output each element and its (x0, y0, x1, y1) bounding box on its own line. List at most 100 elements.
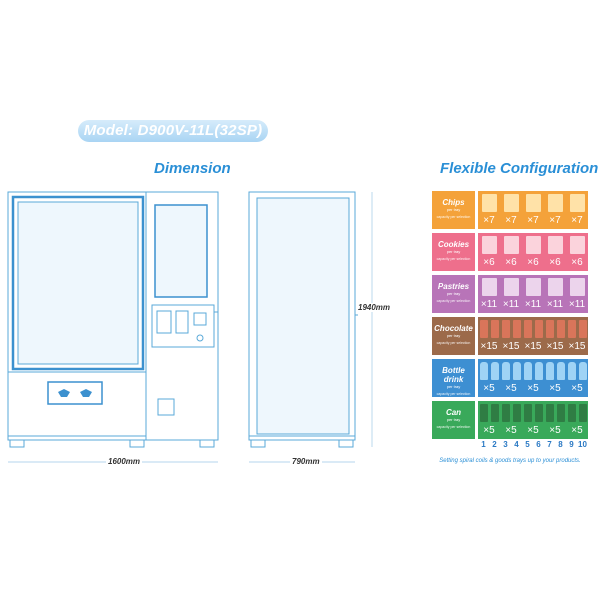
pickup-box (47, 381, 103, 405)
product-item (501, 362, 510, 380)
capacity-multiplier: ×15 (524, 341, 542, 352)
capacity-multiplier: ×5 (527, 425, 539, 436)
product-item (525, 236, 541, 254)
side-base (248, 435, 356, 441)
coin-button (196, 334, 204, 342)
product-item (490, 320, 499, 338)
capacity-multiplier: ×5 (483, 425, 495, 436)
product-item (556, 404, 565, 422)
height-label: 1940mm (357, 303, 392, 312)
capacity-multiplier: ×15 (546, 341, 564, 352)
product-item (534, 320, 543, 338)
category-name: Bottle drink (442, 366, 465, 384)
config-caption: Setting spiral coils & goods trays up to… (439, 458, 581, 464)
capacity-multiplier: ×15 (480, 341, 498, 352)
column-number: 6 (536, 440, 541, 449)
capacity-multiplier: ×7 (505, 215, 517, 226)
width-label: 1600mm (106, 457, 143, 466)
category-per-tray: per tray (446, 249, 461, 254)
config-heading: Flexible Configuration (440, 160, 599, 177)
dimension-heading: Dimension (154, 160, 231, 177)
product-item (512, 404, 521, 422)
category-name: Can (445, 408, 462, 417)
depth-label: 790mm (290, 457, 322, 466)
product-item (556, 362, 565, 380)
category-name: Cookies (437, 240, 470, 249)
card-reader (156, 310, 172, 334)
category-capacity: capacity per selection (436, 299, 471, 303)
column-number: 10 (578, 440, 587, 449)
tray-slots: ×11×11×11×11×11 (478, 275, 588, 313)
product-item (501, 320, 510, 338)
capacity-multiplier: ×5 (571, 383, 583, 394)
control-tower (145, 191, 219, 441)
capacity-multiplier: ×6 (571, 257, 583, 268)
product-item (503, 194, 519, 212)
front-glass-door (11, 195, 145, 371)
capacity-multiplier: ×11 (546, 299, 564, 310)
category-capacity: capacity per selection (436, 392, 471, 396)
category-per-tray: per tray (446, 333, 461, 338)
category-per-tray: per tray (446, 291, 461, 296)
tray-slots: ×6×6×6×6×6 (478, 233, 588, 271)
product-item (525, 194, 541, 212)
category-name: Pastries (437, 282, 470, 291)
product-item (523, 404, 532, 422)
category-name: Chips (442, 198, 465, 207)
capacity-multiplier: ×5 (571, 425, 583, 436)
product-item (547, 236, 563, 254)
product-item (479, 320, 488, 338)
product-item (523, 320, 532, 338)
product-item (547, 194, 563, 212)
product-item (481, 194, 497, 212)
column-number: 2 (492, 440, 497, 449)
product-item (534, 362, 543, 380)
column-number: 1 (481, 440, 486, 449)
capacity-multiplier: ×5 (505, 383, 517, 394)
product-item (512, 362, 521, 380)
product-item (503, 236, 519, 254)
product-item (490, 362, 499, 380)
capacity-multiplier: ×7 (571, 215, 583, 226)
column-number: 5 (525, 440, 530, 449)
capacity-multiplier: ×7 (483, 215, 495, 226)
product-item (479, 404, 488, 422)
product-item (545, 320, 554, 338)
capacity-multiplier: ×11 (502, 299, 520, 310)
product-item (503, 278, 519, 296)
capacity-multiplier: ×6 (527, 257, 539, 268)
product-item (578, 404, 587, 422)
product-item (534, 404, 543, 422)
product-item (569, 236, 585, 254)
category-per-tray: per tray (446, 384, 461, 389)
coin-slot (193, 312, 207, 326)
capacity-multiplier: ×11 (524, 299, 542, 310)
front-base (7, 435, 147, 441)
product-item (567, 404, 576, 422)
category-capacity: capacity per selection (436, 215, 471, 219)
pickup-icon-left (58, 389, 70, 397)
capacity-multiplier: ×5 (549, 425, 561, 436)
front-foot-right (129, 439, 145, 448)
capacity-multiplier: ×6 (549, 257, 561, 268)
capacity-multiplier: ×15 (568, 341, 586, 352)
category-name: Chocolate (434, 324, 473, 333)
model-badge: Model: D900V-11L(32SP) (78, 120, 268, 142)
side-panel (256, 197, 350, 435)
product-item (578, 320, 587, 338)
capacity-multiplier: ×5 (505, 425, 517, 436)
capacity-multiplier: ×5 (483, 383, 495, 394)
capacity-multiplier: ×5 (549, 383, 561, 394)
